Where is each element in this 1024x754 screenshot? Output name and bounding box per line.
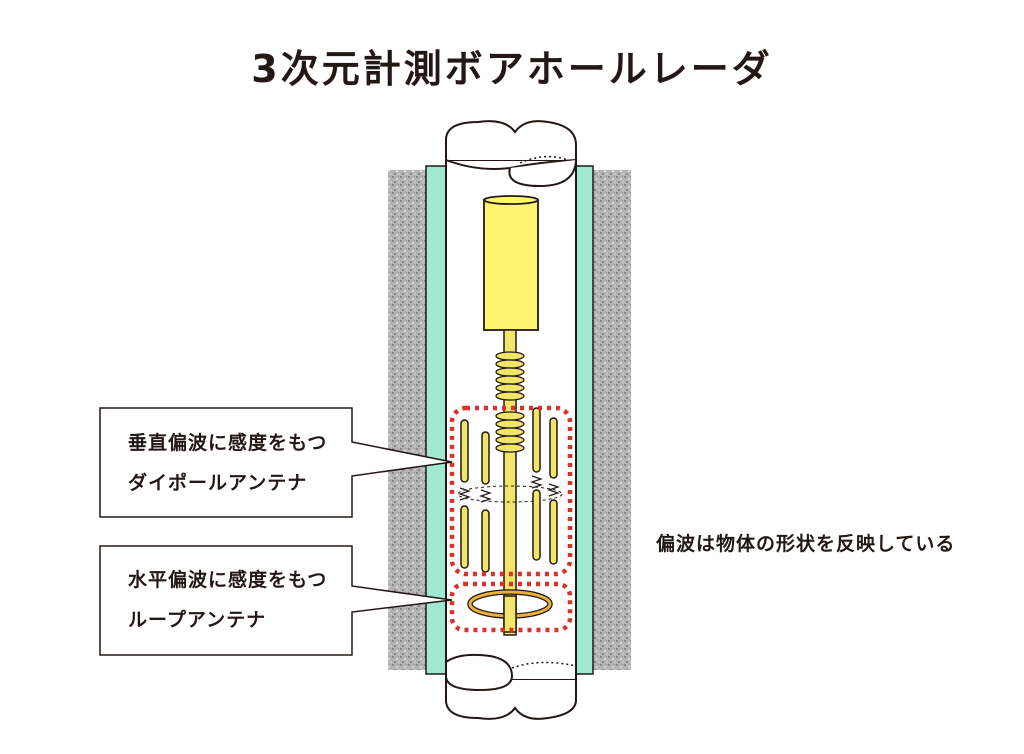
dipole-feed-coils bbox=[458, 475, 560, 503]
spring-lower bbox=[495, 411, 525, 453]
antenna-ring-guide bbox=[457, 485, 563, 503]
dipole-element bbox=[532, 489, 541, 561]
dipole-element bbox=[549, 499, 558, 565]
callout-horizontal-text: 水平偏波に感度をもつ ループアンテナ bbox=[128, 560, 327, 640]
dipole-element bbox=[460, 419, 469, 483]
rock-wall-right bbox=[591, 170, 631, 670]
dipole-element bbox=[481, 431, 490, 485]
callout-horizontal bbox=[99, 545, 453, 656]
rock-wall-left bbox=[388, 170, 428, 670]
dipole-element bbox=[481, 509, 490, 573]
callout-horizontal-line2: ループアンテナ bbox=[128, 609, 267, 631]
callout-vertical-line1: 垂直偏波に感度をもつ bbox=[128, 432, 328, 454]
dipole-element bbox=[532, 407, 541, 473]
polarization-note: 偏波は物体の形状を反映している bbox=[656, 533, 956, 555]
dipole-element bbox=[549, 417, 558, 479]
dipole-antennas bbox=[460, 407, 558, 573]
pipe-bottom-cap bbox=[445, 653, 577, 720]
probe-housing bbox=[483, 199, 539, 331]
callout-horizontal-line1: 水平偏波に感度をもつ bbox=[128, 569, 328, 591]
page-title: 3次元計測ボアホールレーダ bbox=[251, 47, 773, 91]
pipe-top-cap bbox=[445, 120, 577, 188]
spring-upper bbox=[495, 351, 525, 401]
probe-rod-front bbox=[503, 595, 517, 633]
callout-vertical-line2: ダイポールアンテナ bbox=[128, 472, 308, 494]
callout-vertical bbox=[99, 407, 453, 518]
dipole-highlight-box bbox=[449, 405, 573, 577]
probe-housing-top bbox=[483, 195, 539, 205]
dipole-element bbox=[460, 505, 469, 569]
callout-vertical-text: 垂直偏波に感度をもつ ダイポールアンテナ bbox=[128, 423, 327, 503]
loop-highlight-box bbox=[449, 581, 573, 633]
